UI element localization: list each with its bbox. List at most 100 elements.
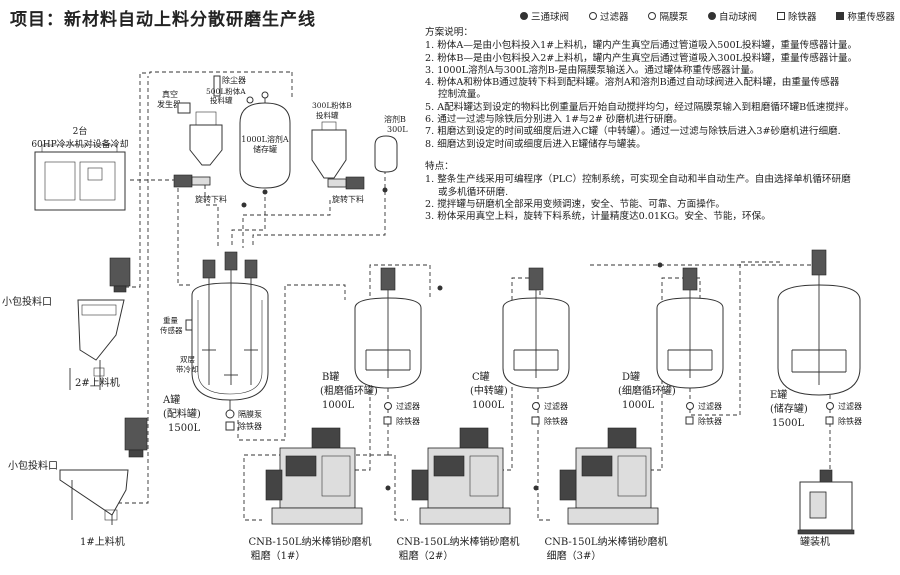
page-title: 项目：新材料自动上料分散研磨生产线: [10, 10, 316, 30]
weight-sensor-label: 重量: [163, 316, 178, 325]
legend: 三通球阀 过滤器 隔膜泵 自动球阀 除铁器 称重传感器: [520, 9, 895, 23]
legend-item-weight-sensor: 称重传感器: [836, 9, 895, 23]
feature-item: 1. 整条生产线采用可编程序（PLC）控制系统，可实现全自动和半自动生产。自由选…: [425, 174, 851, 186]
bead-mill-3: CNB-150L纳米棒销砂磨机 细磨（3#）: [544, 427, 668, 562]
pump-label: 隔膜泵: [238, 409, 262, 419]
features-heading: 特点：: [425, 160, 454, 172]
legend-item-diaphragm-pump: 隔膜泵: [648, 9, 688, 23]
feature-item: 2. 搅拌罐与研磨机全部采用变频调速，安全、节能、可靠、方面操作。: [425, 198, 726, 210]
tank-b-desc: (粗磨循环罐): [320, 384, 378, 397]
pipe-network: [118, 71, 845, 521]
tank-a-name: A罐: [162, 393, 180, 406]
tank-d-desc: (细磨循环罐): [618, 384, 676, 397]
svg-text:投料罐: 投料罐: [210, 95, 233, 105]
feed-tank-500l: 真空 发生器 除尘器 500L粉体A 投料罐 旋转下料: [157, 75, 246, 204]
auto-ball-valve-icon: [241, 202, 247, 208]
bead-mill-2: CNB-150L纳米棒销砂磨机 粗磨（2#）: [396, 427, 520, 562]
feature-item: 3. 粉体采用真空上料，旋转下料系统，计量精度达0.01KG。安全、节能，环保。: [425, 211, 771, 223]
iron-remover-label-e: 除铁器: [838, 416, 862, 426]
dust-collector-label: 除尘器: [222, 75, 246, 85]
tank-b: B罐 (粗磨循环罐) 1000L 过滤器 除铁器: [320, 267, 422, 426]
diaphragm-pump-icon: [648, 12, 657, 20]
auto-ball-valve-icon: [707, 12, 716, 20]
plan-item: 控制流量。: [438, 89, 486, 101]
tank-e-desc: (储存罐): [770, 402, 808, 415]
iron-remover-icon: [776, 12, 785, 20]
plan-description: 方案说明： 1. 粉体A—是由小包料投入1#上料机，罐内产生真空后通过管道吸入5…: [425, 27, 895, 223]
iron-remover-label-a: 除铁器: [238, 421, 262, 431]
filter-label-e: 过滤器: [838, 401, 862, 411]
svg-text:储存罐: 储存罐: [253, 144, 277, 154]
svg-text:300L: 300L: [387, 125, 408, 134]
svg-text:带冷却: 带冷却: [176, 364, 199, 374]
filling-machine: 罐装机: [797, 469, 855, 548]
iron-remover-label-d: 除铁器: [698, 416, 722, 426]
mill3-model: CNB-150L纳米棒销砂磨机: [544, 535, 667, 548]
feature-item: 或多机循环研磨.: [438, 186, 509, 198]
iron-remover-icon: [685, 416, 694, 425]
plan-heading: 方案说明：: [425, 27, 473, 38]
three-way-valve-icon: [533, 485, 539, 491]
loader2-port: 小包投料口: [2, 295, 52, 308]
tank-e-volume: 1500L: [772, 418, 804, 429]
loader2-name: 2#上料机: [75, 376, 120, 389]
tank-d-name: D罐: [622, 370, 640, 383]
filter-icon: [686, 402, 694, 410]
solvent-b-label: 溶剂B: [384, 114, 406, 124]
filter-icon: [384, 402, 392, 410]
svg-text:发生器: 发生器: [157, 99, 181, 109]
plan-item: 1. 粉体A—是由小包料投入1#上料机，罐内产生真空后通过管道吸入500L投料罐…: [425, 40, 858, 52]
legend-item-auto-ball-valve: 自动球阀: [707, 9, 757, 23]
auto-ball-valve-icon: [382, 187, 388, 193]
auto-ball-valve-icon: [262, 189, 268, 195]
loader1-name: 1#上料机: [80, 535, 125, 548]
legend-item-three-way-valve: 三通球阀: [520, 9, 569, 23]
rotary-feeder-1: 旋转下料: [195, 194, 227, 204]
loader-2: 小包投料口 2#上料机: [2, 257, 131, 390]
tank-a: 重量 传感器 双层 带冷却 隔膜泵 除铁器 A罐 (配料罐) 1500L: [160, 251, 269, 434]
tank-a-desc: (配料罐): [163, 407, 201, 420]
tank-c: C罐 (中转罐) 1000L 过滤器 除铁器: [470, 267, 570, 426]
tank-d: D罐 (细磨循环罐) 1000L 过滤器 除铁器: [618, 267, 724, 426]
tank-e-name: E罐: [770, 388, 787, 401]
mill1-type: 粗磨（1#）: [251, 550, 306, 562]
chiller-unit: 2台 60HP冷水机对设备冷却: [31, 125, 129, 211]
iron-remover-icon: [825, 416, 834, 425]
chiller-label: 60HP冷水机对设备冷却: [31, 138, 128, 150]
legend-item-iron-remover: 除铁器: [776, 9, 816, 23]
tank-c-name: C罐: [472, 370, 490, 383]
feed500-label: 500L粉体A: [206, 86, 246, 96]
filter-label-c: 过滤器: [544, 401, 568, 411]
solvent-a-label: 1000L溶剂A: [241, 134, 289, 144]
three-way-valve-icon: [657, 262, 663, 268]
plan-item: 8. 细磨达到设定时间或细度后进入E罐储存与罐装。: [425, 138, 646, 150]
iron-remover-icon: [531, 416, 540, 425]
tank-a-volume: 1500L: [168, 423, 200, 434]
feed-tank-300l: 300L粉体B 投料罐 旋转下料: [311, 100, 365, 204]
iron-remover-icon: [383, 416, 392, 425]
tank-d-volume: 1000L: [622, 400, 654, 411]
svg-text:投料罐: 投料罐: [316, 110, 339, 120]
plan-item: 4. 粉体A和粉体B通过旋转下料到配料罐。溶剂A和溶剂B通过自动球阀进入配料罐，…: [425, 77, 840, 89]
filler-label: 罐装机: [800, 535, 830, 548]
plan-item: 5. A配料罐达到设定的物料比例重量后开始自动搅拌均匀，经过隔膜泵输入到粗磨循环…: [425, 101, 855, 113]
iron-remover-label-c: 除铁器: [544, 416, 568, 426]
tank-b-volume: 1000L: [322, 400, 354, 411]
plan-item: 6. 通过一过滤与除铁后分别进入 1#与2# 砂磨机进行研磨。: [425, 114, 683, 126]
filter-label-d: 过滤器: [698, 401, 722, 411]
mill1-model: CNB-150L纳米棒销砂磨机: [248, 535, 371, 548]
rotary-feeder-2: 旋转下料: [332, 194, 364, 204]
loader-1: 小包投料口 1#上料机: [8, 417, 148, 548]
plan-item: 3. 1000L溶剂A与300L溶剂B-是由隔膜泵输送入。通过罐体称重传感器计量…: [425, 64, 760, 76]
three-way-valve-icon: [520, 12, 528, 20]
valve-markers: [241, 187, 663, 491]
legend-item-filter: 过滤器: [588, 9, 629, 23]
svg-text:传感器: 传感器: [160, 325, 183, 335]
filter-icon: [588, 12, 597, 20]
filter-icon: [826, 402, 834, 410]
filter-label-b: 过滤器: [396, 401, 420, 411]
jacket-label: 双层: [180, 355, 195, 364]
plan-item: 2. 粉体B—是由小包料投入2#上料机，罐内产生真空后通过管道吸入300L投料罐…: [425, 52, 858, 64]
tank-b-name: B罐: [322, 370, 339, 383]
